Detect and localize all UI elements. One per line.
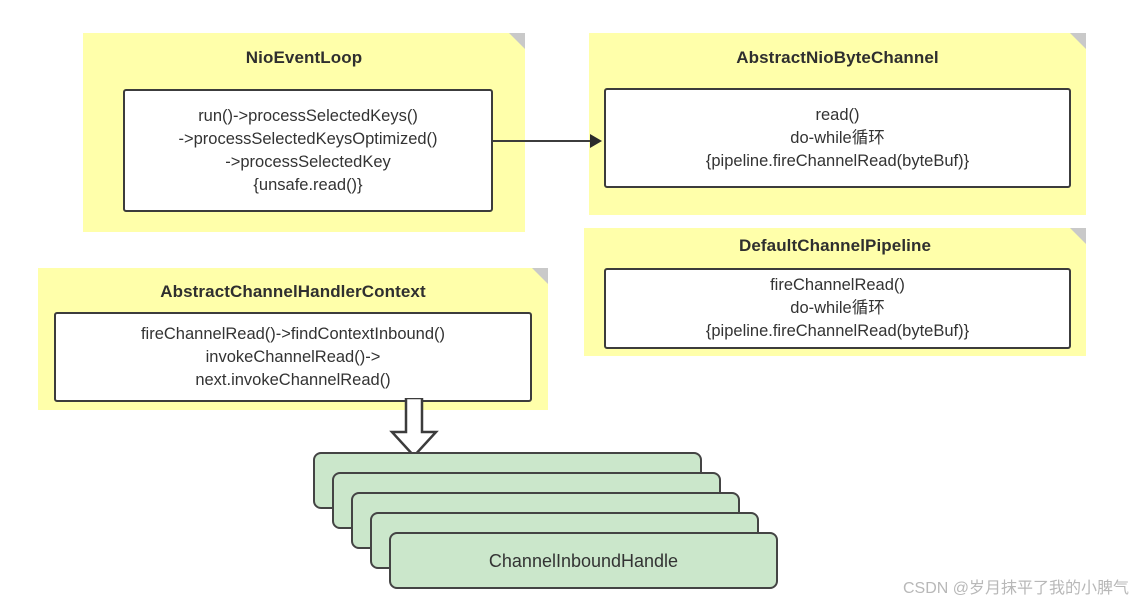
note-body-abstract-nio-byte-channel: read() do-while循环 {pipeline.fireChannelR… (604, 88, 1071, 188)
body-line: ->processSelectedKey (225, 152, 391, 171)
body-line: fireChannelRead()->findContextInbound() (140, 324, 446, 343)
body-line: {unsafe.read()} (253, 175, 363, 194)
note-title-abstract-channel-handler-context: AbstractChannelHandlerContext (160, 282, 426, 301)
body-line: ->processSelectedKeysOptimized() (178, 129, 438, 148)
connector-block-arrow-down-icon (389, 398, 439, 458)
note-body-nio-event-loop: run()->processSelectedKeys() ->processSe… (123, 89, 493, 212)
watermark-text: CSDN @岁月抹平了我的小脾气 (902, 580, 1129, 597)
body-line: read() (815, 105, 860, 124)
note-default-channel-pipeline[interactable]: DefaultChannelPipeline fireChannelRead()… (584, 228, 1086, 356)
note-fold-corner-icon (1070, 33, 1086, 49)
body-line: {pipeline.fireChannelRead(byteBuf)} (705, 322, 970, 340)
note-body-abstract-channel-handler-context: fireChannelRead()->findContextInbound() … (54, 312, 532, 402)
body-line: next.invokeChannelRead() (195, 370, 391, 389)
note-title-nio-event-loop: NioEventLoop (245, 48, 363, 67)
note-body-default-channel-pipeline: fireChannelRead() do-while循环 {pipeline.f… (604, 268, 1071, 349)
note-abstract-nio-byte-channel[interactable]: AbstractNioByteChannel read() do-while循环… (589, 33, 1086, 215)
note-abstract-channel-handler-context[interactable]: AbstractChannelHandlerContext fireChanne… (38, 268, 548, 410)
handler-stack-item-front[interactable]: ChannelInboundHandle (389, 532, 778, 589)
handler-stack-label: ChannelInboundHandle (488, 551, 679, 571)
note-nio-event-loop[interactable]: NioEventLoop run()->processSelectedKeys(… (83, 33, 525, 232)
body-line: invokeChannelRead()-> (205, 347, 381, 366)
body-line: run()->processSelectedKeys() (198, 106, 418, 125)
body-line: do-while循环 (790, 128, 885, 147)
body-line: fireChannelRead() (770, 276, 905, 294)
note-title-default-channel-pipeline: DefaultChannelPipeline (738, 236, 932, 255)
connector-arrowhead-right-icon (590, 134, 602, 148)
note-title-abstract-nio-byte-channel: AbstractNioByteChannel (736, 48, 939, 67)
connector-line-nio-event-loop-to-byte-channel (492, 140, 592, 142)
body-line: {pipeline.fireChannelRead(byteBuf)} (705, 151, 970, 170)
body-line: do-while循环 (790, 299, 885, 317)
note-fold-corner-icon (509, 33, 525, 49)
